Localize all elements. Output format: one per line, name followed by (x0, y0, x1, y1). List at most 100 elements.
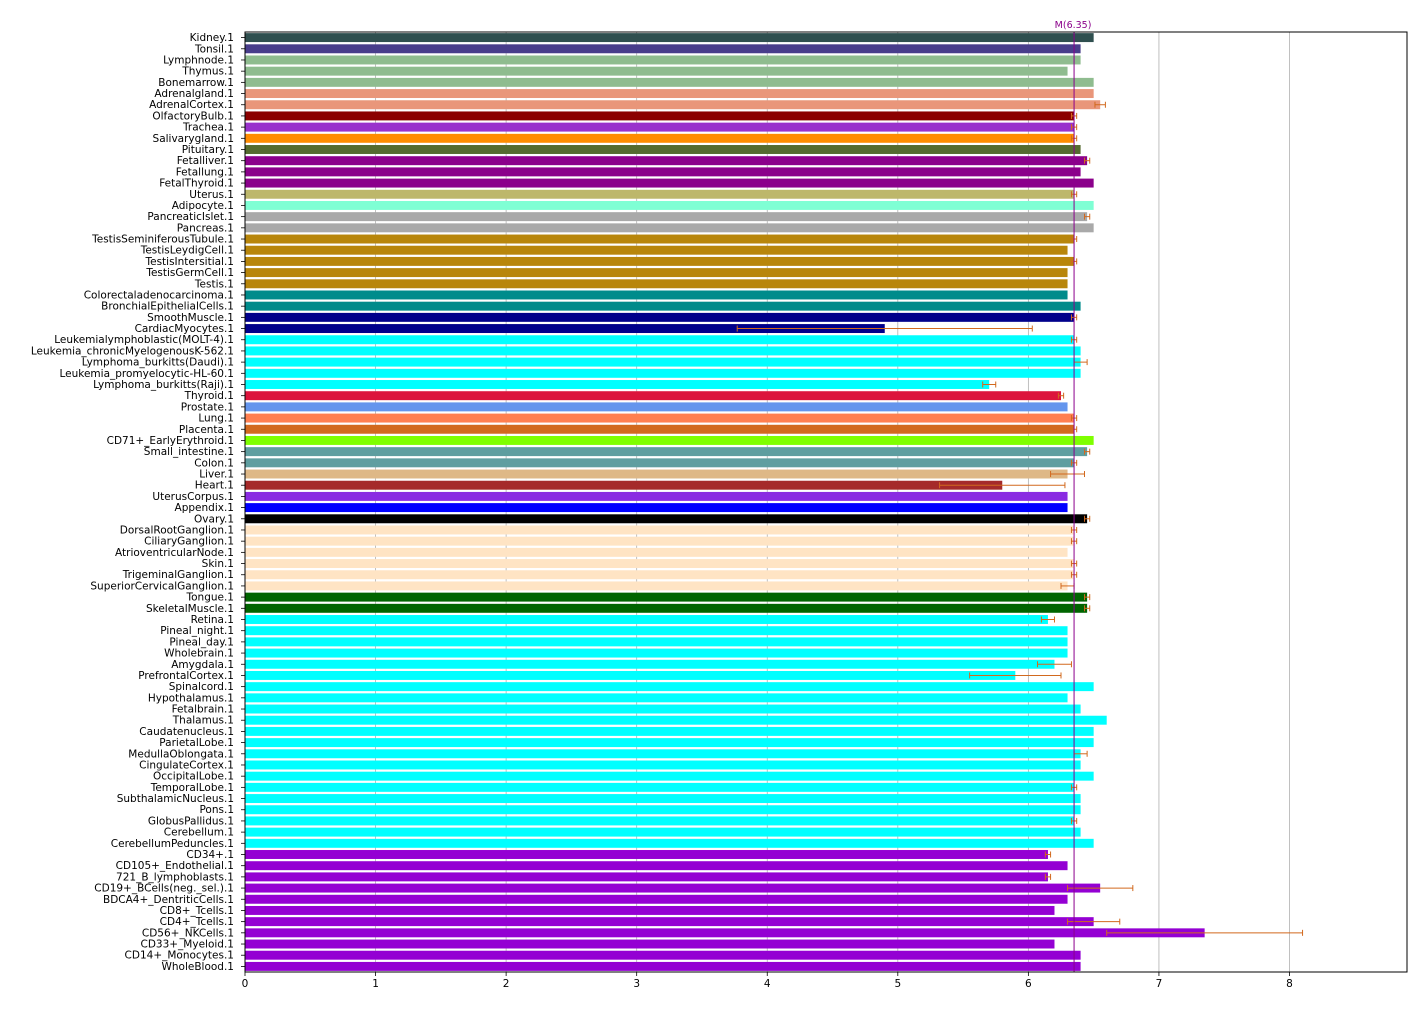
bar[interactable] (245, 368, 1081, 378)
bar[interactable] (245, 738, 1094, 748)
bar[interactable] (245, 346, 1081, 356)
bar[interactable] (245, 883, 1101, 893)
bar[interactable] (245, 682, 1094, 692)
bar[interactable] (245, 189, 1075, 199)
bar[interactable] (245, 424, 1075, 434)
bar[interactable] (245, 704, 1081, 714)
bar[interactable] (245, 435, 1094, 445)
bar[interactable] (245, 290, 1068, 300)
bar[interactable] (245, 626, 1068, 636)
bar[interactable] (245, 917, 1094, 927)
bar[interactable] (245, 939, 1055, 949)
category-label: Colorectaladenocarcinoma.1 (84, 289, 234, 301)
bar[interactable] (245, 503, 1068, 513)
category-label: Placenta.1 (179, 424, 234, 436)
bar[interactable] (245, 760, 1081, 770)
bar[interactable] (245, 961, 1081, 971)
bar[interactable] (245, 525, 1075, 535)
bar[interactable] (245, 33, 1094, 43)
bar[interactable] (245, 100, 1101, 110)
bar[interactable] (245, 771, 1094, 781)
category-label: Retina.1 (191, 614, 234, 626)
category-label: CD4+_Tcells.1 (160, 916, 234, 928)
category-label: Adrenalgland.1 (154, 88, 234, 100)
bar[interactable] (245, 111, 1075, 121)
bar[interactable] (245, 122, 1075, 132)
bar[interactable] (245, 301, 1081, 311)
bar[interactable] (245, 66, 1068, 76)
bar[interactable] (245, 402, 1068, 412)
category-label: BDCA4+_DentriticCells.1 (103, 894, 234, 906)
bar[interactable] (245, 268, 1068, 278)
bar[interactable] (245, 480, 1003, 490)
bar[interactable] (245, 200, 1094, 210)
x-tick-label: 4 (764, 978, 771, 990)
bar[interactable] (245, 256, 1075, 266)
bar[interactable] (245, 905, 1055, 915)
bar[interactable] (245, 133, 1075, 143)
bar[interactable] (245, 782, 1075, 792)
bar[interactable] (245, 570, 1075, 580)
bar[interactable] (245, 413, 1075, 423)
bar[interactable] (245, 603, 1088, 613)
bar[interactable] (245, 805, 1081, 815)
bar[interactable] (245, 312, 1075, 322)
bar[interactable] (245, 145, 1081, 154)
bar[interactable] (245, 559, 1075, 569)
bar[interactable] (245, 581, 1068, 591)
bar[interactable] (245, 659, 1055, 669)
bar[interactable] (245, 749, 1081, 759)
bar[interactable] (245, 380, 990, 389)
category-label: Leukemia_promyelocytic-HL-60.1 (59, 368, 234, 380)
bar[interactable] (245, 178, 1094, 188)
bar[interactable] (245, 794, 1081, 804)
bar[interactable] (245, 77, 1094, 87)
bar[interactable] (245, 245, 1068, 255)
bar[interactable] (245, 827, 1081, 837)
bar[interactable] (245, 648, 1068, 658)
bar[interactable] (245, 894, 1068, 904)
bar[interactable] (245, 514, 1088, 524)
bar[interactable] (245, 838, 1094, 848)
bar[interactable] (245, 950, 1081, 960)
bar[interactable] (245, 547, 1068, 557)
category-label: Trachea.1 (182, 122, 234, 134)
bar[interactable] (245, 536, 1075, 546)
bar[interactable] (245, 850, 1048, 859)
category-label: SkeletalMuscle.1 (146, 603, 234, 615)
bar[interactable] (245, 156, 1088, 166)
bar[interactable] (245, 615, 1048, 624)
bar[interactable] (245, 223, 1094, 233)
bar[interactable] (245, 637, 1068, 647)
bar[interactable] (245, 592, 1088, 602)
bar[interactable] (245, 816, 1075, 826)
bar[interactable] (245, 89, 1094, 99)
bar[interactable] (245, 324, 885, 334)
bar[interactable] (245, 212, 1088, 222)
bar[interactable] (245, 55, 1081, 65)
bar[interactable] (245, 726, 1094, 736)
bar[interactable] (245, 469, 1068, 479)
bar[interactable] (245, 335, 1075, 345)
bar[interactable] (245, 167, 1081, 177)
bar[interactable] (245, 458, 1075, 468)
bar[interactable] (245, 670, 1016, 680)
bar[interactable] (245, 44, 1081, 54)
bar[interactable] (245, 872, 1048, 882)
bar[interactable] (245, 693, 1068, 703)
category-label: Kidney.1 (190, 32, 234, 44)
category-label: Testis.1 (194, 278, 234, 290)
bar[interactable] (245, 861, 1068, 871)
category-label: CerebellumPeduncles.1 (111, 838, 234, 850)
bar[interactable] (245, 279, 1068, 289)
category-label: Lung.1 (198, 413, 234, 425)
bar[interactable] (245, 357, 1081, 367)
category-label: Bonemarrow.1 (158, 77, 234, 89)
bar[interactable] (245, 391, 1062, 401)
bar[interactable] (245, 234, 1075, 244)
bar[interactable] (245, 447, 1088, 457)
bar[interactable] (245, 491, 1068, 501)
bar[interactable] (245, 715, 1107, 725)
bar[interactable] (245, 928, 1205, 938)
